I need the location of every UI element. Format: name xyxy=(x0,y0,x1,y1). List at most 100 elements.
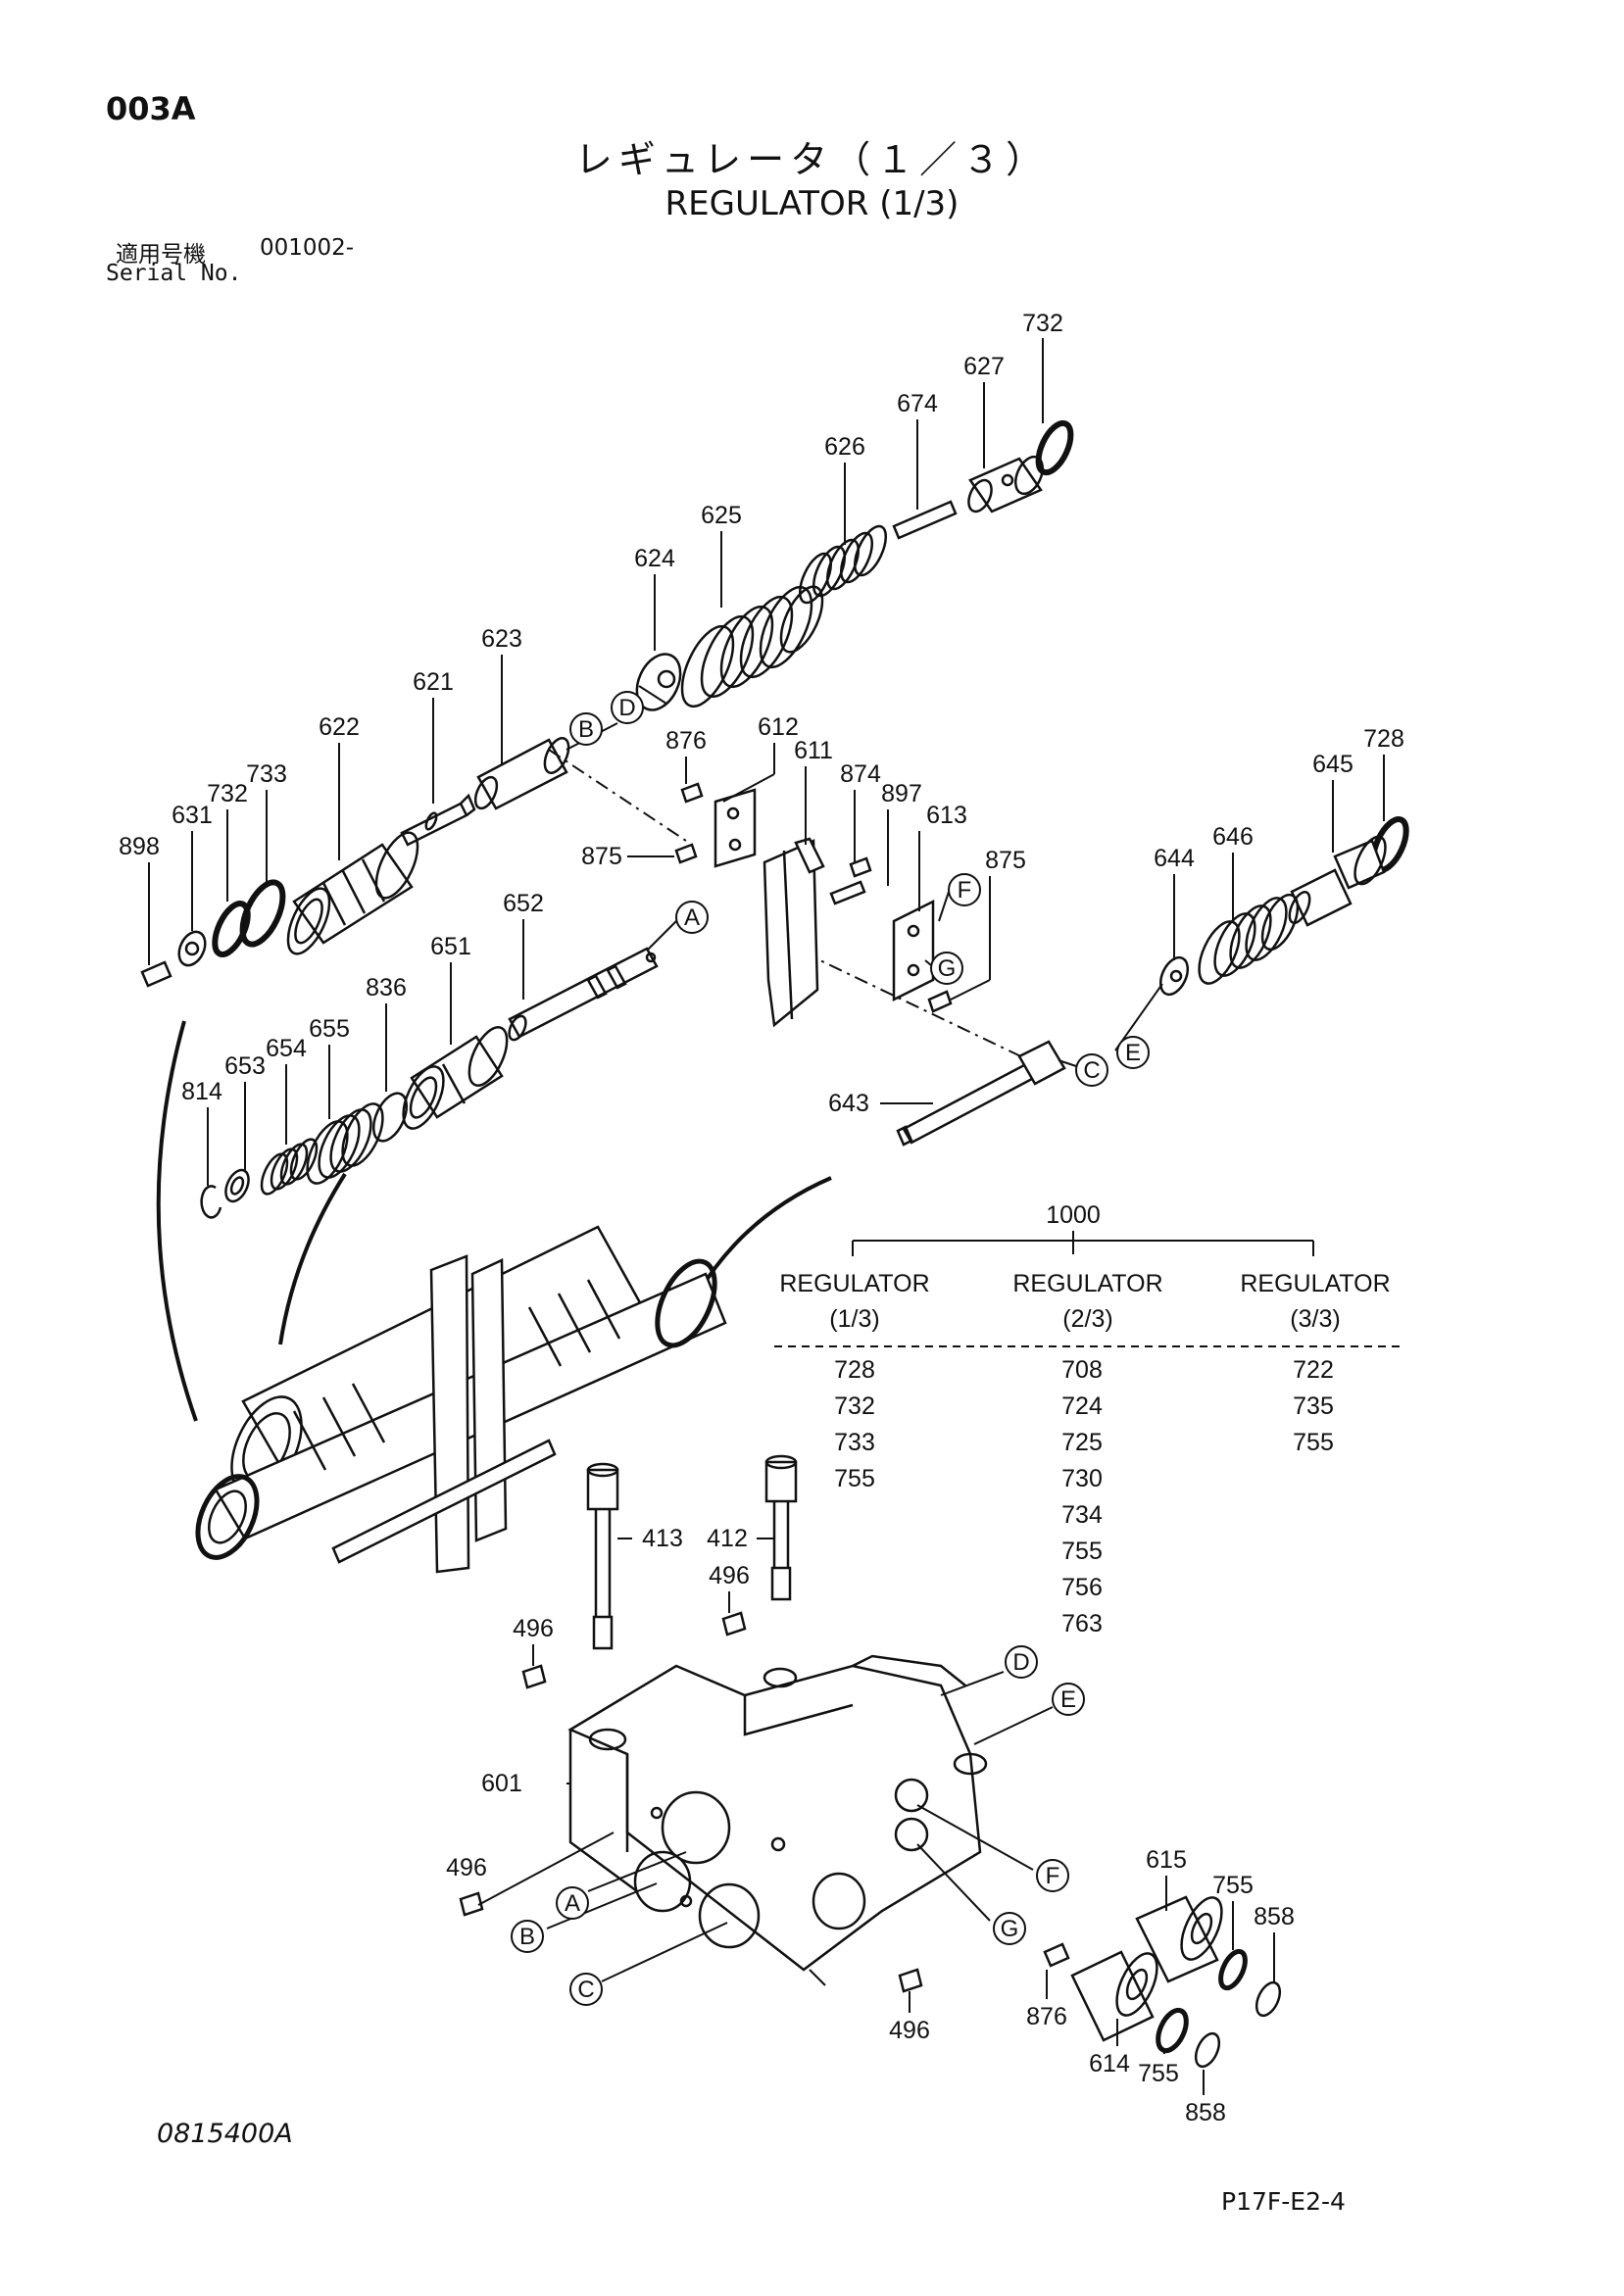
label-897: 897 xyxy=(881,780,922,807)
label-654: 654 xyxy=(266,1035,307,1062)
kit-col-3-part: 722 xyxy=(1293,1356,1334,1384)
label-643: 643 xyxy=(828,1090,869,1117)
kit-col-2-part: 756 xyxy=(1061,1574,1103,1601)
label-875-left: 875 xyxy=(581,843,622,870)
label-732: 732 xyxy=(1022,310,1063,337)
label-858-a: 858 xyxy=(1254,1903,1295,1930)
kit-col-1-part: 755 xyxy=(834,1465,875,1492)
label-412: 412 xyxy=(707,1525,748,1552)
ref-letter-d-top: D xyxy=(618,695,635,721)
label-625: 625 xyxy=(701,502,742,529)
label-652: 652 xyxy=(503,890,544,917)
kit-col-2-part: 708 xyxy=(1061,1356,1103,1384)
label-876: 876 xyxy=(665,727,707,755)
label-836: 836 xyxy=(366,974,407,1001)
serial-label-japanese: 適用号機 xyxy=(116,242,206,268)
part-oring-732 xyxy=(212,901,251,957)
label-621: 621 xyxy=(413,668,454,696)
kit-col-3-title: REGULATOR xyxy=(1240,1270,1390,1297)
kit-col-2-title: REGULATOR xyxy=(1012,1270,1162,1297)
ref-letter-circles xyxy=(511,691,1150,2006)
label-496-a: 496 xyxy=(513,1615,554,1642)
label-627: 627 xyxy=(963,353,1005,380)
part-oring-755-a xyxy=(1218,1948,1248,1991)
part-snapring-814 xyxy=(200,1185,222,1219)
part-spring-626 xyxy=(798,524,888,605)
ref-letter-b-top: B xyxy=(578,716,594,743)
part-plug-614 xyxy=(1070,1950,1158,2042)
part-ring-836 xyxy=(371,1092,409,1143)
part-plug-496-b xyxy=(721,1611,747,1637)
part-ring-858-b xyxy=(1194,2031,1221,2069)
kit-col-2-part: 730 xyxy=(1061,1465,1103,1492)
label-755-a: 755 xyxy=(1212,1872,1254,1899)
label-631: 631 xyxy=(172,802,213,829)
assembly-arc-left xyxy=(156,1020,198,1422)
part-plug-496-c xyxy=(459,1891,484,1917)
centerline-lower xyxy=(803,952,1030,1061)
ref-letter-f-top: F xyxy=(958,877,972,904)
ref-letter-d-bottom: D xyxy=(1012,1649,1029,1676)
ref-letter-e-top: E xyxy=(1125,1040,1141,1066)
kit-col-3-part: 755 xyxy=(1293,1429,1334,1456)
label-651: 651 xyxy=(430,933,471,960)
page-reference: P17F-E2-4 xyxy=(1221,2187,1346,2216)
part-spool-652 xyxy=(508,947,659,1042)
part-pin-898 xyxy=(140,960,172,988)
ref-letter-g-bottom: G xyxy=(1001,1916,1019,1942)
label-674: 674 xyxy=(897,390,938,417)
ref-letter-a-bottom: A xyxy=(565,1890,580,1917)
part-bolt-413 xyxy=(586,1462,619,1650)
part-seat-624 xyxy=(635,653,682,711)
ref-letter-g-top: G xyxy=(938,955,957,982)
label-622: 622 xyxy=(319,713,360,741)
part-spring-646 xyxy=(1198,893,1300,985)
part-lever-613 xyxy=(892,899,935,1002)
label-733: 733 xyxy=(246,760,287,788)
part-pin-876 xyxy=(680,782,704,804)
kit-col-3-subtitle: (3/3) xyxy=(1290,1305,1340,1333)
kit-col-2-part: 755 xyxy=(1061,1538,1103,1565)
label-496-d: 496 xyxy=(889,2017,930,2044)
part-plug-496-d xyxy=(898,1968,923,1993)
part-oring-755-b xyxy=(1156,2007,1189,2054)
leader-lines xyxy=(148,338,1385,2095)
label-874: 874 xyxy=(840,760,881,788)
label-732b: 732 xyxy=(207,780,248,807)
kit-col-2-part: 725 xyxy=(1061,1429,1103,1456)
label-626: 626 xyxy=(824,433,865,461)
label-655: 655 xyxy=(309,1015,350,1043)
part-piston-623 xyxy=(473,737,570,810)
part-sleeve-622 xyxy=(286,831,419,955)
part-oring-732-top xyxy=(1035,419,1074,476)
kit-col-3-part: 735 xyxy=(1293,1392,1334,1420)
page-title-japanese: レギュレータ（１／３） xyxy=(574,138,1050,181)
label-413: 413 xyxy=(642,1525,683,1552)
label-646: 646 xyxy=(1212,823,1254,851)
part-lever-612 xyxy=(714,788,757,868)
part-plug-496-a xyxy=(521,1664,547,1689)
kit-col-1-part: 728 xyxy=(834,1356,875,1384)
kit-col-2-subtitle: (2/3) xyxy=(1062,1305,1112,1333)
assembly-arc-mid xyxy=(278,1172,347,1345)
label-645: 645 xyxy=(1312,751,1353,778)
label-613: 613 xyxy=(926,802,967,829)
label-615: 615 xyxy=(1146,1846,1187,1874)
kit-col-1-part: 732 xyxy=(834,1392,875,1420)
label-728: 728 xyxy=(1363,725,1404,753)
label-611: 611 xyxy=(794,737,833,764)
part-rod-643 xyxy=(896,1040,1066,1147)
centerline-upper xyxy=(548,749,687,842)
label-814: 814 xyxy=(181,1078,222,1105)
label-601: 601 xyxy=(481,1770,522,1797)
part-spring-655 xyxy=(306,1102,384,1185)
ref-letter-c-top: C xyxy=(1083,1057,1100,1084)
part-plug-615 xyxy=(1135,1895,1223,1983)
part-pin-876b xyxy=(1043,1942,1070,1968)
label-612: 612 xyxy=(758,713,799,741)
assembled-regulator-view xyxy=(195,1225,727,1574)
kit-number: 1000 xyxy=(1046,1201,1101,1229)
label-755-b: 755 xyxy=(1138,2060,1179,2087)
label-653: 653 xyxy=(224,1052,266,1080)
